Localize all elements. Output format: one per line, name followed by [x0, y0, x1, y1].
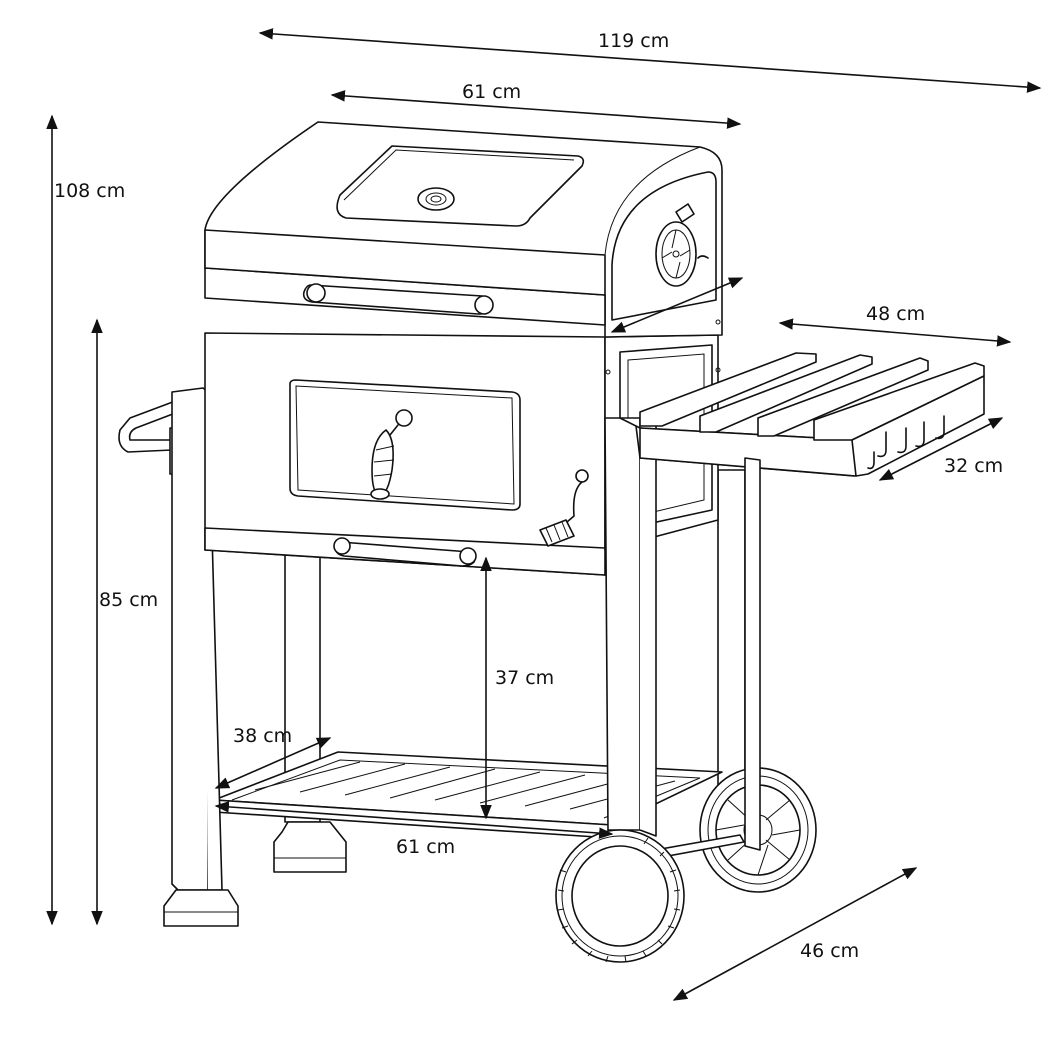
front-wheel — [555, 829, 685, 963]
dim-line-grill-width — [330, 90, 742, 129]
lid — [204, 121, 723, 338]
dim-line-shelf-width — [778, 318, 1012, 347]
label-overall-depth: 46 cm — [800, 940, 859, 962]
label-shelf-depth: 32 cm — [944, 455, 1003, 477]
grill-illustration — [118, 121, 985, 963]
dim-line-overall-width — [258, 28, 1042, 93]
dim-line-lid-depth — [610, 277, 744, 333]
label-clearance-height: 37 cm — [495, 667, 554, 689]
crank-handle — [539, 469, 589, 547]
dim-line-overall-depth — [672, 867, 918, 1001]
dim-line-lower-shelf-depth — [214, 737, 332, 789]
rear-leg-left — [273, 554, 347, 873]
dim-line-lower-shelf-width — [214, 801, 614, 839]
label-overall-width: 119 cm — [598, 30, 669, 52]
label-overall-height: 108 cm — [54, 180, 125, 202]
dimension-labels: 119 cm 61 cm 108 cm 85 cm 48 cm 32 cm 37… — [54, 30, 1003, 962]
lower-handle — [333, 537, 477, 567]
label-work-height: 85 cm — [99, 589, 158, 611]
label-lower-shelf-width: 61 cm — [396, 836, 455, 858]
dimension-lines — [46, 28, 1042, 1001]
vent-handle — [370, 409, 413, 500]
label-grill-width: 61 cm — [462, 81, 521, 103]
dim-line-shelf-depth — [878, 417, 1004, 481]
label-shelf-width: 48 cm — [866, 303, 925, 325]
label-lower-shelf-depth: 38 cm — [233, 725, 292, 747]
lid-vent — [655, 221, 697, 287]
